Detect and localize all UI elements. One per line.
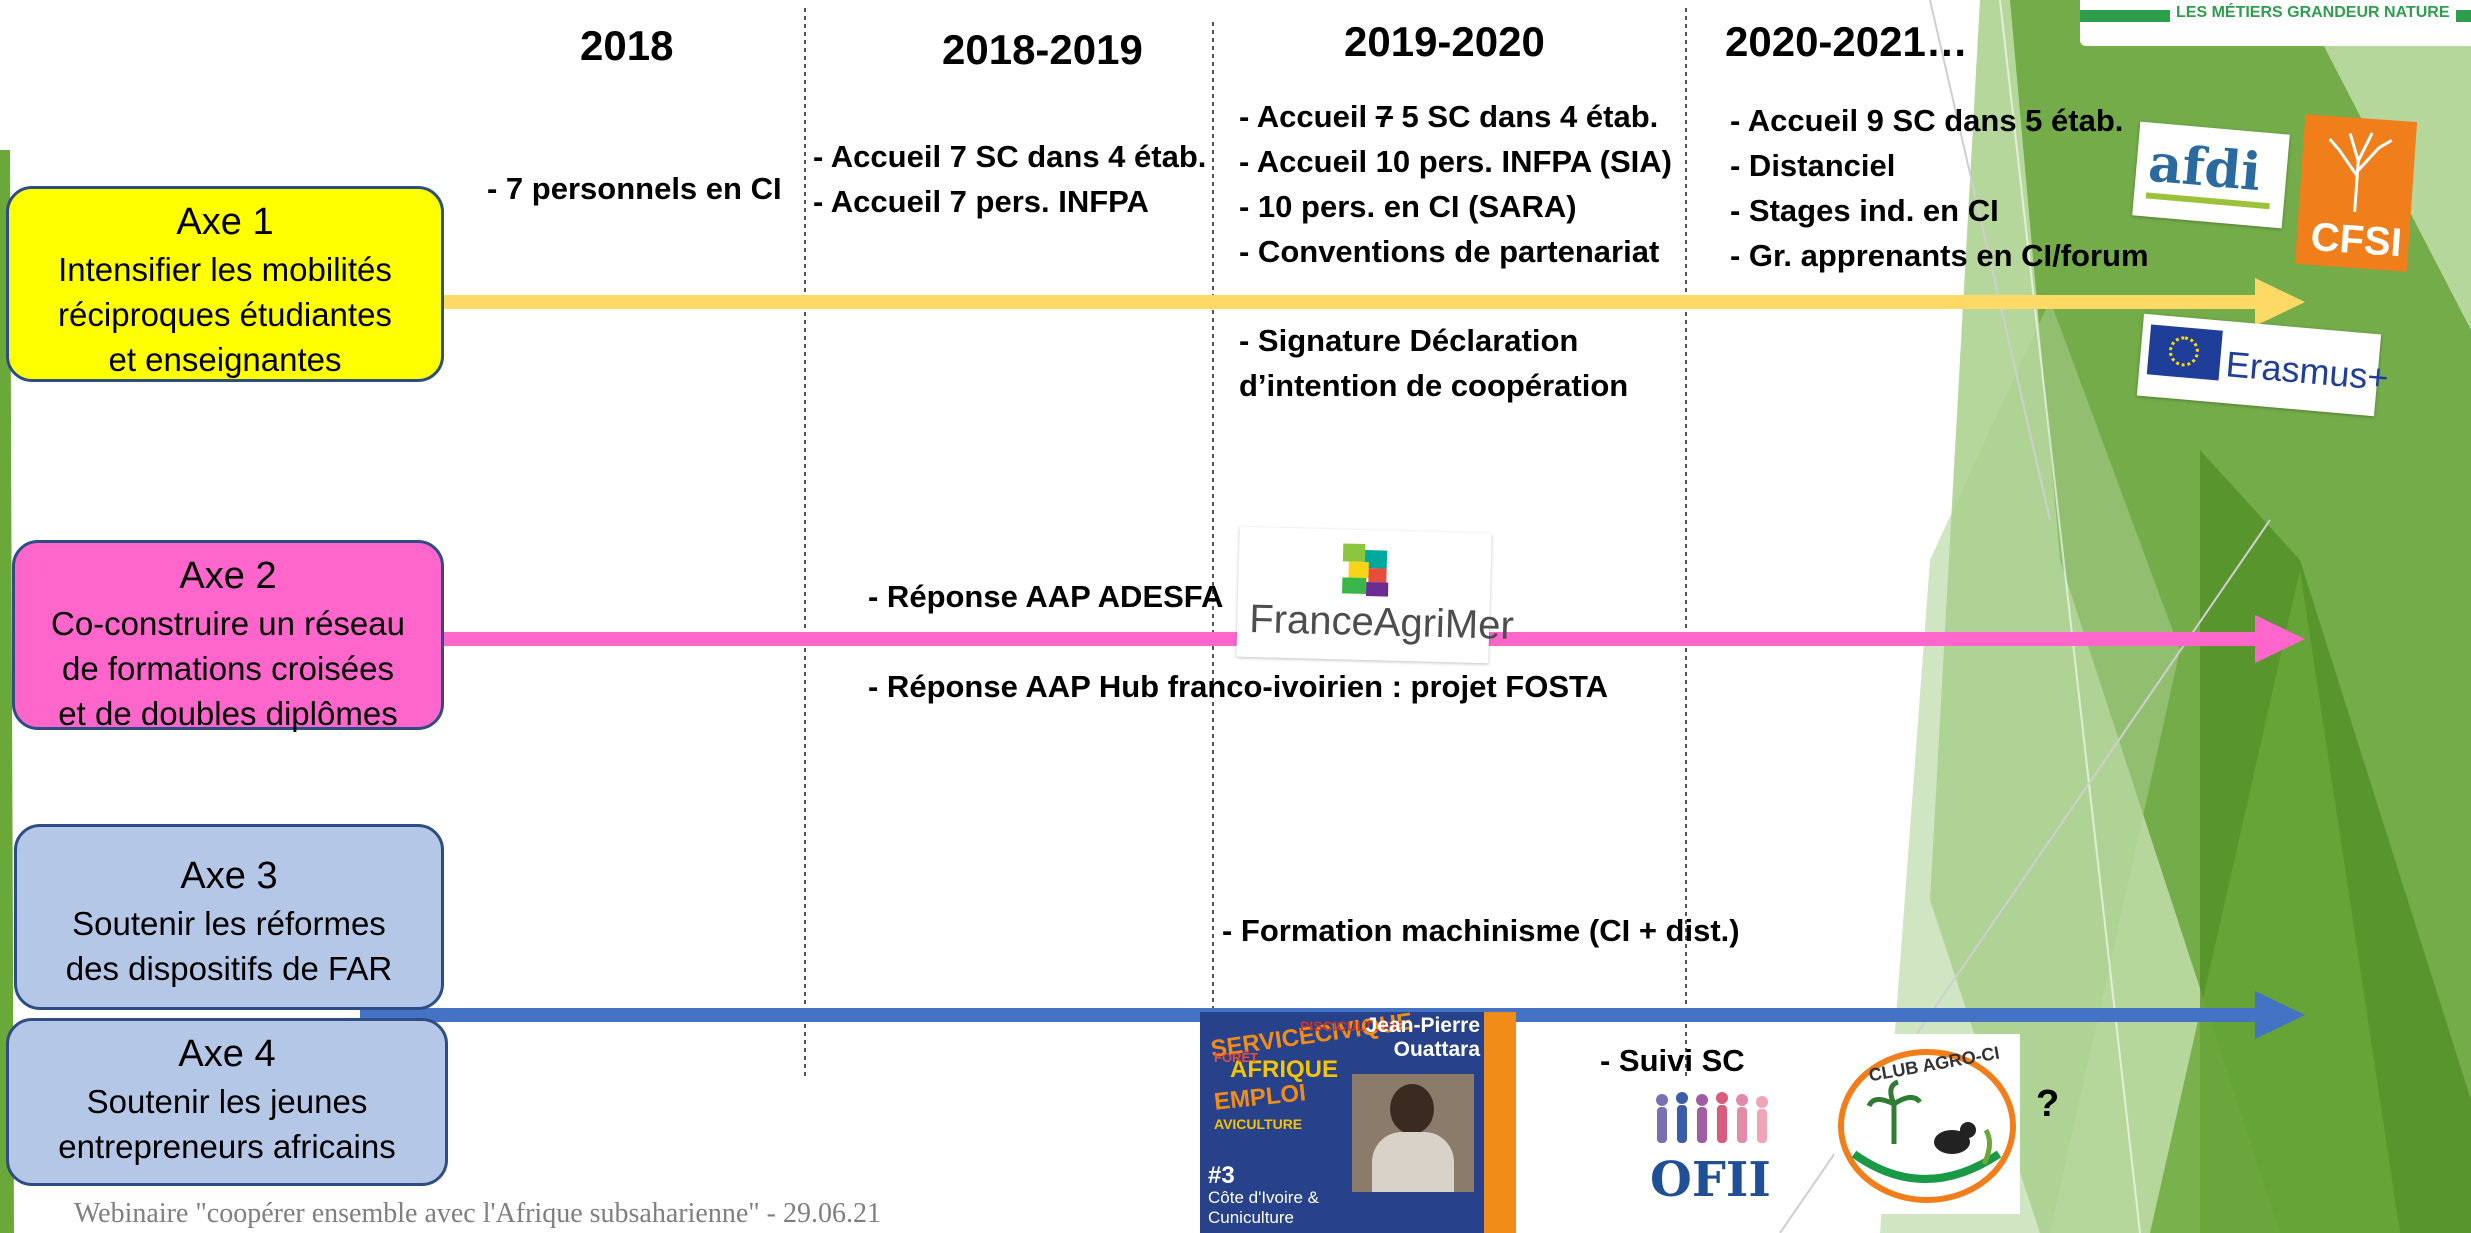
note-2020-2021-line-3: - Stages ind. en CI [1730, 193, 1999, 228]
note-2018: - 7 personnels en CI [487, 171, 782, 206]
erasmus-text: Erasmus+ [2224, 343, 2391, 399]
notes-2019-2020-signature: - Signature Déclaration d’intention de c… [1239, 318, 1628, 408]
poster-orange-band [1484, 1012, 1516, 1233]
note-signature-line-1: - Signature Déclaration [1239, 323, 1579, 358]
banner-logo: LES MÉTIERS GRANDEUR NATURE [2080, 0, 2471, 46]
poster-word-4: PISCICULTURE [1300, 1018, 1403, 1034]
service-civique-poster: SERVICECIVIQUE AFRIQUE EMPLOI PISCICULTU… [1200, 1008, 1516, 1233]
green-shape-3 [1880, 300, 2180, 1233]
note-2019-2020-line-2: - Accueil 10 pers. INFPA (SIA) [1239, 144, 1672, 179]
note-2018-2019-line-2: - Accueil 7 pers. INFPA [813, 184, 1149, 219]
note-adesfa: - Réponse AAP ADESFA [868, 579, 1224, 614]
note-prefix: - Accueil [1239, 99, 1376, 134]
poster-photo [1352, 1074, 1474, 1192]
afdi-logo: afdi [2132, 121, 2290, 229]
note-2019-2020-line-3: - 10 pers. en CI (SARA) [1239, 189, 1577, 224]
axe-4-title: Axe 4 [178, 1033, 276, 1075]
note-signature-line-2: d’intention de coopération [1239, 368, 1629, 403]
franceagrimer-text: FranceAgriMer [1248, 597, 1515, 648]
year-2018-2019: 2018-2019 [942, 26, 1143, 73]
tree-icon [2328, 132, 2393, 213]
notes-2018-2019: - Accueil 7 SC dans 4 étab. - Accueil 7 … [813, 134, 1206, 224]
struck-number: 7 [1375, 99, 1393, 134]
green-shape-5 [2150, 570, 2400, 1233]
poster-name: Jean-Pierre Ouattara [1350, 1014, 1480, 1062]
year-2018: 2018 [580, 22, 674, 69]
notes-2019-2020: - Accueil 7 5 SC dans 4 étab. - Accueil … [1239, 94, 1672, 274]
axe-1-box: Axe 1 Intensifier les mobilités réciproq… [6, 186, 444, 382]
notes-2020-2021: - Accueil 9 SC dans 5 étab. - Distanciel… [1730, 98, 2149, 278]
axe-3-box: Axe 3 Soutenir les réformes des disposit… [14, 824, 444, 1010]
note-fosta: - Réponse AAP Hub franco-ivoirien : proj… [868, 669, 1609, 704]
people-icon [1656, 1092, 1768, 1143]
cfsi-logo: CFSI [2294, 114, 2418, 272]
poster-name-line-1: Jean-Pierre [1365, 1014, 1480, 1037]
axe-1-desc: Intensifier les mobilités réciproques ét… [58, 251, 392, 378]
banner-text: LES MÉTIERS GRANDEUR NATURE [2170, 4, 2456, 22]
note-2020-2021-line-1: - Accueil 9 SC dans 5 étab. [1730, 103, 2124, 138]
arrow-axe1 [440, 278, 2305, 326]
poster-number: #3 [1208, 1162, 1235, 1189]
diagonal-line-1 [1999, 0, 2141, 1233]
ofii-text: OFII [1650, 1152, 1771, 1208]
poster-caption-line-2: Cuniculture [1208, 1208, 1294, 1227]
note-2018-2019-line-1: - Accueil 7 SC dans 4 étab. [813, 139, 1207, 174]
note-suivi-sc: - Suivi SC [1600, 1043, 1745, 1078]
note-2020-2021-line-2: - Distanciel [1730, 148, 1896, 183]
diagonal-line-3 [1929, 0, 2051, 521]
footer-text: Webinaire "coopérer ensemble avec l'Afri… [74, 1198, 881, 1229]
axe-2-desc: Co-construire un réseau de formations cr… [50, 605, 405, 732]
cfsi-text: CFSI [2309, 215, 2404, 266]
left-green-decoration [0, 150, 14, 1233]
year-2020-2021: 2020-2021… [1725, 18, 1968, 65]
note-2019-2020-line-4: - Conventions de partenariat [1239, 234, 1660, 269]
afdi-text: afdi [2146, 132, 2264, 204]
eu-flag-icon [2146, 324, 2223, 381]
franceagrimer-logo: FranceAgriMer [1236, 526, 1514, 664]
note-2019-2020-line-1: - Accueil 7 5 SC dans 4 étab. [1239, 94, 1672, 139]
poster-name-line-2: Ouattara [1393, 1038, 1480, 1061]
axe-4-desc: Soutenir les jeunes entrepreneurs africa… [58, 1083, 396, 1165]
poster-caption-line-1: Côte d'Ivoire & [1208, 1188, 1319, 1207]
club-agro-emblem-icon [1838, 1049, 2016, 1203]
note-2020-2021-line-4: - Gr. apprenants en CI/forum [1730, 238, 2149, 273]
axe-3-desc: Soutenir les réformes des dispositifs de… [65, 905, 393, 987]
question-mark: ? [2036, 1083, 2060, 1125]
poster-word-5: FORÊT [1214, 1050, 1259, 1065]
axe-2-box: Axe 2 Co-construire un réseau de formati… [12, 540, 444, 732]
axe-2-title: Axe 2 [179, 555, 277, 597]
axe-3-title: Axe 3 [180, 855, 278, 897]
poster-caption: Côte d'Ivoire & Cuniculture [1208, 1188, 1319, 1228]
ofii-logo: OFII [1640, 1090, 1790, 1210]
note-machinisme: - Formation machinisme (CI + dist.) [1222, 913, 1740, 948]
poster-word-6: AVICULTURE [1214, 1116, 1303, 1132]
franceagrimer-mosaic-icon [1342, 543, 1391, 597]
year-2019-2020: 2019-2020 [1344, 18, 1545, 65]
axe-4-box: Axe 4 Soutenir les jeunes entrepreneurs … [6, 1018, 448, 1186]
poster-word-3: EMPLOI [1212, 1079, 1308, 1116]
axe-1-title: Axe 1 [176, 201, 274, 243]
club-agro-ci-logo: CLUB AGRO-CI [1834, 1034, 2020, 1214]
note-suffix: 5 SC dans 4 étab. [1392, 99, 1659, 134]
poster-word-2: AFRIQUE [1230, 1056, 1338, 1083]
